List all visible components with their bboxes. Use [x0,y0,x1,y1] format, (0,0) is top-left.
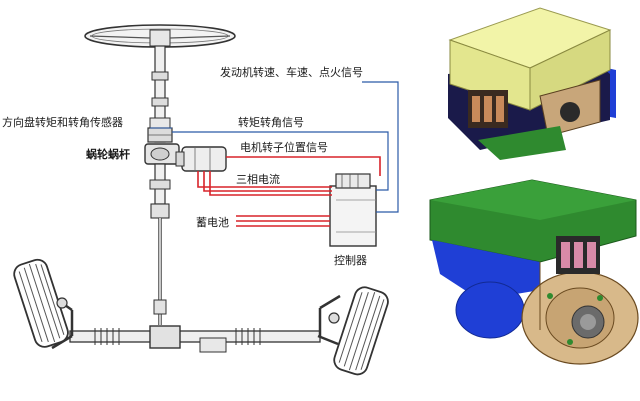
steering-wheel [84,24,236,48]
controller-label: 控制器 [334,253,367,267]
assist-motor [175,146,227,172]
steering-rack [69,325,321,353]
torque-signal-label: 转矩转角信号 [238,115,304,129]
worm-gear-label: 蜗轮蜗杆 [86,147,130,161]
right-wheel [333,286,389,376]
three-phase-label: 三相电流 [236,172,280,186]
rotor-signal-label: 电机转子位置信号 [240,140,328,154]
controller-3d-render [448,7,616,160]
battery-label: 蓄电池 [196,216,229,229]
torque-sensor [147,127,173,143]
engine-signal-label: 发动机转速、车速、点火信号 [220,65,363,79]
controller-box [329,173,377,247]
steering-sensor-label: 方向盘转矩和转角传感器 [2,115,123,129]
left-knuckle [56,297,68,309]
left-wheel [13,258,69,348]
power-lines [197,156,381,227]
signal-lines [172,81,399,213]
intermediate-shaft [149,163,171,325]
right-knuckle [328,312,340,324]
motor-3d-render [429,179,639,365]
worm-gear [144,143,180,165]
